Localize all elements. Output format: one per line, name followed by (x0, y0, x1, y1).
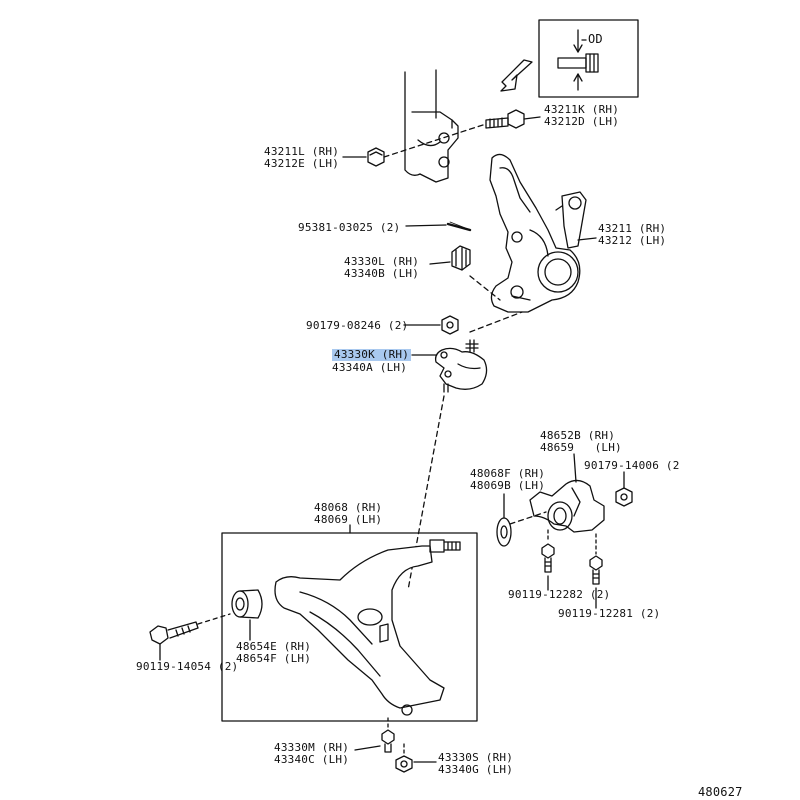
label-48659: 48659 (LH) (540, 441, 622, 454)
label-43212d: 43212D (LH) (544, 115, 620, 128)
lower-control-arm (274, 539, 461, 716)
label-90119-14054: 90119-14054 (2) (136, 660, 239, 673)
label-43211: 43211 (RH) (598, 222, 667, 235)
label-48069: 48069 (LH) (314, 513, 383, 526)
label-48068f: 48068F (RH) (470, 467, 546, 480)
lower-bolt-nut (354, 717, 437, 773)
bracket-bolts (541, 529, 603, 609)
nut-90179-08246 (403, 315, 459, 335)
strut (404, 69, 459, 183)
pointer-arrow (500, 59, 533, 92)
steering-knuckle (489, 153, 597, 313)
label-43330l: 43330L (RH) (344, 255, 420, 268)
label-43340a: 43340A (LH) (332, 361, 408, 374)
label-90119-12282: 90119-12282 (2) (508, 588, 611, 601)
nut-43211l (342, 147, 385, 167)
label-43340g: 43340G (LH) (438, 763, 514, 776)
label-43330m: 43330M (RH) (274, 741, 350, 754)
cotter-pin (405, 221, 472, 232)
label-48652b: 48652B (RH) (540, 429, 616, 442)
label-43212e: 43212E (LH) (264, 157, 340, 170)
diagram-code: 480627 (698, 785, 743, 799)
washer (496, 493, 512, 547)
label-48654f: 48654F (LH) (236, 652, 312, 665)
label-90119-12281: 90119-12281 (2) (558, 607, 661, 620)
castle-nut (429, 245, 471, 271)
ball-joint (411, 339, 488, 393)
label-48069b: 48069B (LH) (470, 479, 546, 492)
front-bushing (231, 589, 263, 641)
label-43330k-highlighted[interactable]: 43330K (RH) (332, 348, 412, 361)
inset-detail (538, 19, 639, 98)
label-43340b: 43340B (LH) (344, 267, 420, 280)
label-95381-03025: 95381-03025 (2) (298, 221, 401, 234)
rear-bushing-bracket (529, 453, 605, 533)
label-43212: 43212 (LH) (598, 234, 667, 247)
nut-90179-14006 (615, 471, 633, 507)
inset-od-label: OD (588, 32, 603, 46)
label-43211k: 43211K (RH) (544, 103, 620, 116)
label-43211l: 43211L (RH) (264, 145, 340, 158)
label-90179-08246: 90179-08246 (2) (306, 319, 409, 332)
camber-bolt (485, 109, 541, 129)
label-43340c: 43340C (LH) (274, 753, 350, 766)
label-90179-14006: 90179-14006 (2 (584, 459, 680, 472)
front-arm-bolt (149, 621, 199, 661)
label-43330s: 43330S (RH) (438, 751, 514, 764)
label-48068: 48068 (RH) (314, 501, 383, 514)
label-48654e: 48654E (RH) (236, 640, 312, 653)
